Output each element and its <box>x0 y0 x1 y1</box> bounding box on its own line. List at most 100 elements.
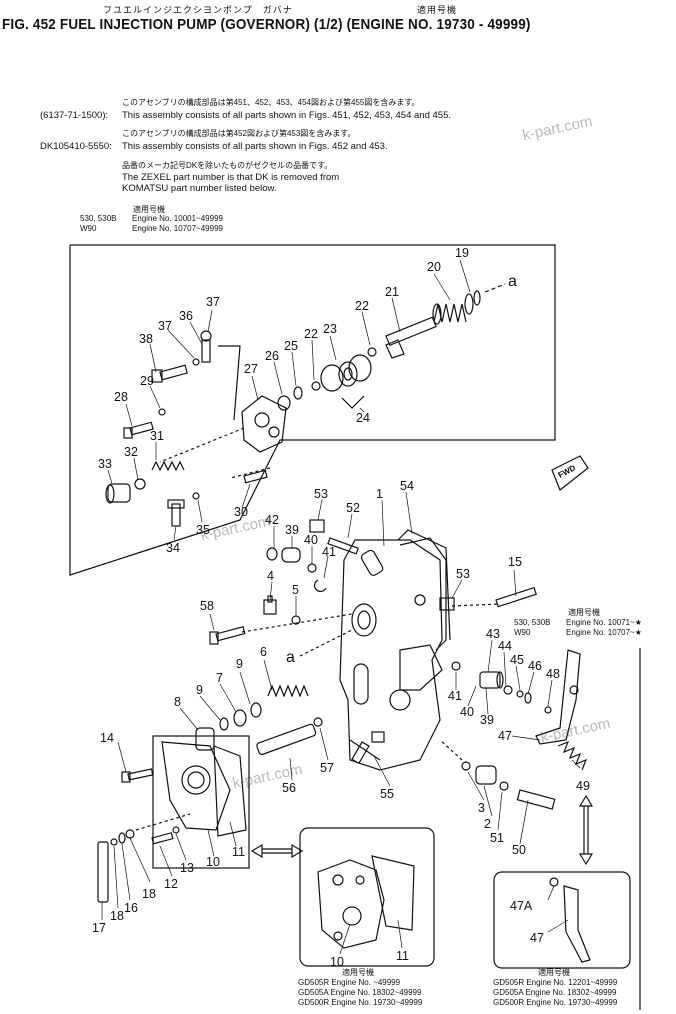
callout-29: 29 <box>140 374 154 388</box>
ref-a-lower: a <box>286 649 295 666</box>
washer-9a <box>250 702 262 718</box>
callout-8: 8 <box>174 695 181 709</box>
callout-47: 47 <box>498 729 512 743</box>
callout-28: 28 <box>114 390 128 404</box>
callout-42: 42 <box>265 513 279 527</box>
ring-32 <box>134 478 146 490</box>
note-3-en: The ZEXEL part number is that DK is remo… <box>122 172 340 183</box>
inset-right-row: GD505A Engine No. 18302~49999 <box>493 988 617 997</box>
inset-right-row: GD500R Engine No. 19730~49999 <box>493 998 618 1007</box>
seal-set-23 <box>320 354 372 392</box>
inset-lever-47 <box>563 885 591 963</box>
cover-54 <box>399 537 447 651</box>
applicability-top-text: Engine No. 10707~49999 <box>132 224 223 233</box>
japanese-title: フユエルインジエクシヨンポンプ ガバナ <box>103 5 293 15</box>
applicability-right-heading: 適用号機 <box>568 608 600 617</box>
callout-53: 53 <box>314 487 328 501</box>
inset-right-frame <box>493 871 631 969</box>
callout-33: 33 <box>98 457 112 471</box>
callout-27: 27 <box>244 362 258 376</box>
callout-47: 47 <box>530 931 544 945</box>
ring-57 <box>313 717 323 727</box>
inset-right-row: GD505R Engine No. 12201~49999 <box>493 978 618 987</box>
washer-3 <box>461 761 471 771</box>
callout-7: 7 <box>216 671 223 685</box>
note-4-en: KOMATSU part number listed below. <box>122 183 277 194</box>
bolt-28 <box>123 421 154 439</box>
inset-left-row: GD505R Engine No. ~49999 <box>298 978 401 987</box>
callout-56: 56 <box>282 781 296 795</box>
callout-16: 16 <box>124 901 138 915</box>
plug-2 <box>475 765 497 785</box>
washer-19 <box>473 290 481 306</box>
bolt-37 <box>200 330 212 363</box>
callout-1: 1 <box>376 487 383 501</box>
callout-34: 34 <box>166 541 180 555</box>
plug-53 <box>309 519 325 533</box>
callout-22: 22 <box>304 327 318 341</box>
callout-20: 20 <box>427 260 441 274</box>
applicability-right-model: 530, 530B <box>514 618 551 627</box>
bushing-8 <box>195 727 215 751</box>
applicability-top-model: W90 <box>80 224 97 233</box>
shaft-56 <box>256 723 317 756</box>
bolt-14 <box>121 768 154 783</box>
callout-46: 46 <box>528 659 542 673</box>
ring-22b <box>311 381 321 391</box>
spring-31 <box>151 460 185 472</box>
callout-13: 13 <box>180 861 194 875</box>
callout-9: 9 <box>236 657 243 671</box>
pin-48 <box>544 706 552 714</box>
callout-40: 40 <box>460 705 474 719</box>
callout-labels-lower: 53 52 54 1 42 39 40 41 4 5 53 15 58 6 9 … <box>92 479 590 935</box>
callout-3: 3 <box>478 801 485 815</box>
washer-44 <box>503 685 513 695</box>
washer-18a <box>125 829 135 839</box>
callout-17: 17 <box>92 921 106 935</box>
callout-21: 21 <box>385 285 399 299</box>
callout-24: 24 <box>356 411 370 425</box>
upper-group-boundary <box>69 244 556 576</box>
callout-32: 32 <box>124 445 138 459</box>
spring-6 <box>267 684 309 698</box>
callout-5: 5 <box>292 583 299 597</box>
double-arrow-horizontal <box>250 843 304 859</box>
callout-41: 41 <box>448 689 462 703</box>
callout-58: 58 <box>200 599 214 613</box>
nut-33 <box>105 483 131 504</box>
ring-40 <box>307 563 317 573</box>
callout-37: 37 <box>158 319 172 333</box>
bolt-58 <box>209 626 246 645</box>
ring-41b <box>451 661 461 671</box>
callout-39: 39 <box>285 523 299 537</box>
inset-left-frame <box>299 827 435 967</box>
callout-26: 26 <box>265 349 279 363</box>
gasket-11 <box>213 745 247 837</box>
applicability-top-heading: 適用号機 <box>133 205 165 214</box>
pin-52 <box>327 537 359 555</box>
inset-gasket-11 <box>371 855 415 931</box>
callout-9: 9 <box>196 683 203 697</box>
nut-26 <box>277 395 291 411</box>
governor-housing-1 <box>339 529 451 771</box>
callout-55: 55 <box>380 787 394 801</box>
washer-46 <box>524 692 532 704</box>
washer-18b <box>110 838 118 846</box>
bolt-50 <box>516 789 556 810</box>
washer-7 <box>233 709 247 727</box>
callout-54: 54 <box>400 479 414 493</box>
callout-40: 40 <box>304 533 318 547</box>
bolt-34 <box>167 499 185 527</box>
callout-10: 10 <box>330 955 344 969</box>
callout-14: 14 <box>100 731 114 745</box>
double-arrow-vertical <box>578 794 594 866</box>
callout-labels-upper: 19 20 21 23 22 22 25 26 27 24 37 36 37 3… <box>98 246 469 555</box>
callout-44: 44 <box>498 639 512 653</box>
washer-16 <box>118 832 126 844</box>
callout-41: 41 <box>322 545 336 559</box>
inset-cover-10 <box>317 859 385 949</box>
washer-35 <box>192 492 200 500</box>
washer-37b <box>192 358 200 366</box>
washer-9b <box>219 717 229 731</box>
